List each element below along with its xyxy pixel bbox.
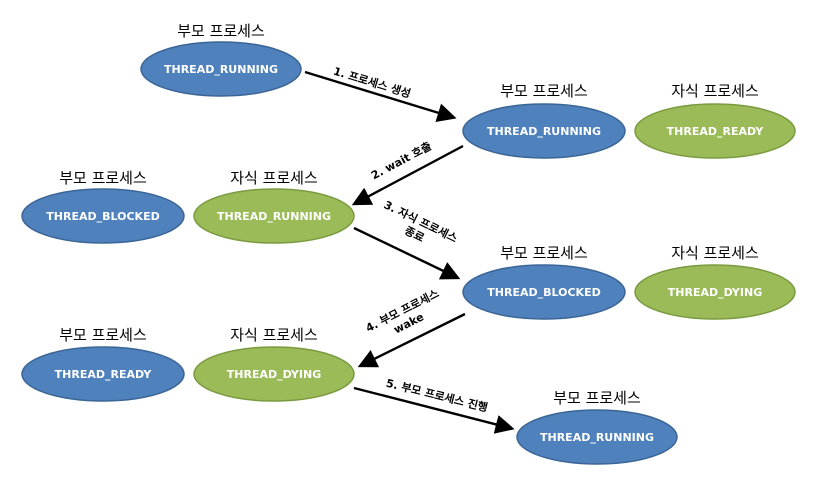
- state-label: THREAD_READY: [55, 368, 153, 381]
- state-ellipse: [21, 346, 185, 402]
- state-label: THREAD_RUNNING: [540, 431, 654, 444]
- state-ellipse: [634, 264, 796, 320]
- state-ellipse: [193, 346, 355, 402]
- step-label-1: 1. 프로세스 생성: [332, 64, 413, 101]
- state-label: THREAD_READY: [667, 125, 765, 138]
- process-label: 부모 프로세스: [553, 389, 641, 407]
- process-label: 자식 프로세스: [230, 169, 318, 187]
- node-parent-5: 부모 프로세스 THREAD_READY: [21, 326, 185, 402]
- state-ellipse: [193, 188, 355, 244]
- arrow-step-4: [357, 312, 466, 368]
- arrow-step-3: [353, 226, 461, 280]
- process-label: 부모 프로세스: [500, 244, 588, 262]
- process-label: 자식 프로세스: [230, 326, 318, 344]
- node-parent-1: 부모 프로세스 THREAD_RUNNING: [140, 22, 302, 97]
- node-parent-2: 부모 프로세스 THREAD_RUNNING: [462, 82, 626, 159]
- node-parent-3: 부모 프로세스 THREAD_BLOCKED: [21, 169, 185, 244]
- step-2-text: 2. wait 호출: [369, 139, 434, 183]
- arrow-step-1: [304, 70, 457, 122]
- step-label-4: 4. 부모 프로세스 wake: [363, 286, 441, 336]
- state-ellipse: [21, 188, 185, 244]
- state-ellipse: [516, 409, 678, 465]
- state-label: THREAD_DYING: [668, 286, 762, 299]
- process-label: 자식 프로세스: [671, 82, 759, 100]
- state-ellipse: [462, 103, 626, 159]
- state-label: THREAD_RUNNING: [164, 63, 278, 76]
- step-1-text: 1. 프로세스 생성: [332, 64, 413, 101]
- arrow-step-2: [351, 144, 464, 206]
- process-label: 자식 프로세스: [671, 244, 759, 262]
- node-child-2: 자식 프로세스 THREAD_READY: [634, 82, 796, 159]
- node-child-4: 자식 프로세스 THREAD_DYING: [634, 244, 796, 320]
- process-label: 부모 프로세스: [59, 326, 147, 344]
- state-label: THREAD_RUNNING: [487, 125, 601, 138]
- node-child-3: 자식 프로세스 THREAD_RUNNING: [193, 169, 355, 244]
- state-ellipse: [140, 41, 302, 97]
- node-child-5: 자식 프로세스 THREAD_DYING: [193, 326, 355, 402]
- step-label-2: 2. wait 호출: [369, 139, 434, 183]
- state-label: THREAD_DYING: [227, 368, 321, 381]
- arrow-step-5: [353, 386, 515, 434]
- state-label: THREAD_BLOCKED: [46, 210, 159, 223]
- node-parent-4: 부모 프로세스 THREAD_BLOCKED: [462, 244, 626, 320]
- state-ellipse: [462, 264, 626, 320]
- step-label-3: 3. 자식 프로세스 종료: [382, 198, 460, 246]
- state-label: THREAD_BLOCKED: [487, 286, 600, 299]
- node-parent-6: 부모 프로세스 THREAD_RUNNING: [516, 389, 678, 465]
- state-label: THREAD_RUNNING: [217, 210, 331, 223]
- state-ellipse: [634, 103, 796, 159]
- process-label: 부모 프로세스: [177, 22, 265, 40]
- process-label: 부모 프로세스: [59, 169, 147, 187]
- process-label: 부모 프로세스: [500, 82, 588, 100]
